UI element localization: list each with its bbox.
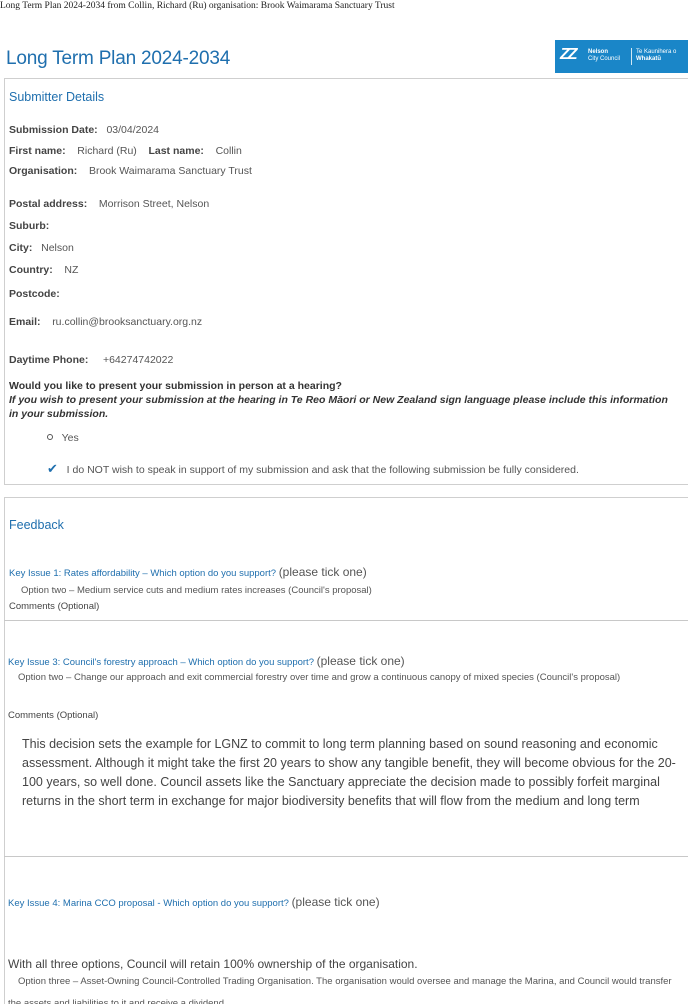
submitter-details-panel: Submitter Details Submission Date: 03/04… bbox=[4, 78, 688, 485]
logo-mark-icon: ZZ bbox=[560, 46, 577, 63]
postal-row: Postal address: Morrison Street, Nelson bbox=[9, 198, 209, 210]
option-yes-label: Yes bbox=[61, 432, 79, 444]
issue-3-tick-one: (please tick one) bbox=[316, 654, 405, 668]
hearing-note: If you wish to present your submission a… bbox=[9, 394, 668, 420]
radio-unchecked-icon[interactable] bbox=[47, 434, 53, 440]
option-no-speak-label: I do NOT wish to speak in support of my … bbox=[66, 464, 579, 476]
hearing-question: Would you like to present your submissio… bbox=[9, 380, 342, 392]
logo-line-2: City Council bbox=[588, 56, 621, 62]
submission-date-row: Submission Date: 03/04/2024 bbox=[9, 124, 159, 136]
divider-1 bbox=[4, 620, 688, 621]
city-label: City: bbox=[9, 242, 33, 254]
phone-value: +64274742022 bbox=[102, 354, 174, 366]
checkmark-icon: ✔ bbox=[47, 461, 58, 476]
name-row: First name: Richard (Ru) Last name: Coll… bbox=[9, 145, 242, 157]
issue-3-answer: Option two – Change our approach and exi… bbox=[18, 672, 621, 683]
email-value: ru.collin@brooksanctuary.org.nz bbox=[52, 316, 203, 328]
option-no-speak[interactable]: ✔ I do NOT wish to speak in support of m… bbox=[47, 461, 579, 477]
organisation-value: Brook Waimarama Sanctuary Trust bbox=[88, 165, 252, 177]
organisation-row: Organisation: Brook Waimarama Sanctuary … bbox=[9, 165, 252, 177]
issue-4-tick-one: (please tick one) bbox=[291, 895, 380, 909]
issue-4-title-text: Key Issue 4: Marina CCO proposal - Which… bbox=[8, 898, 289, 909]
submission-date-value: 03/04/2024 bbox=[106, 124, 160, 136]
country-label: Country: bbox=[9, 264, 53, 276]
submission-date-label: Submission Date: bbox=[9, 124, 98, 136]
country-value: NZ bbox=[64, 264, 79, 276]
page-title: Long Term Plan 2024-2034 bbox=[6, 48, 231, 69]
issue-4-title: Key Issue 4: Marina CCO proposal - Which… bbox=[8, 895, 380, 909]
issue-1-title-text: Key Issue 1: Rates affordability – Which… bbox=[9, 568, 277, 579]
logo-line-1: Nelson bbox=[588, 49, 609, 55]
feedback-panel: Feedback Key Issue 1: Rates affordabilit… bbox=[4, 497, 688, 1004]
postal-value: Morrison Street, Nelson bbox=[98, 198, 210, 210]
issue-3-title: Key Issue 3: Council's forestry approach… bbox=[8, 654, 405, 668]
issue-4-intro: With all three options, Council will ret… bbox=[8, 957, 418, 971]
issue-1-comments-label: Comments (Optional) bbox=[9, 601, 100, 612]
page-header: Long Term Plan 2024-2034 ZZ Nelson City … bbox=[0, 40, 688, 76]
issue-3-comment: This decision sets the example for LGNZ … bbox=[22, 737, 676, 808]
issue-3-title-text: Key Issue 3: Council's forestry approach… bbox=[8, 657, 314, 668]
suburb-label: Suburb: bbox=[9, 220, 50, 232]
phone-row: Daytime Phone: +64274742022 bbox=[9, 354, 173, 366]
issue-1-answer: Option two – Medium service cuts and med… bbox=[21, 585, 372, 596]
first-name-value: Richard (Ru) bbox=[77, 145, 137, 157]
feedback-section-title: Feedback bbox=[9, 518, 64, 532]
document-caption: Long Term Plan 2024-2034 from Collin, Ri… bbox=[0, 1, 395, 11]
last-name-value: Collin bbox=[215, 145, 242, 157]
postal-label: Postal address: bbox=[9, 198, 88, 210]
postcode-label: Postcode: bbox=[9, 288, 60, 300]
logo-maori-line-1: Te Kaunihera o bbox=[636, 49, 677, 55]
issue-1-title: Key Issue 1: Rates affordability – Which… bbox=[9, 565, 367, 579]
divider-2 bbox=[4, 856, 688, 857]
logo-divider bbox=[631, 48, 632, 65]
postcode-row: Postcode: bbox=[9, 288, 60, 300]
phone-label: Daytime Phone: bbox=[9, 354, 89, 366]
logo-maori-line-2: Whakatū bbox=[636, 56, 662, 62]
last-name-label: Last name: bbox=[148, 145, 204, 157]
first-name-label: First name: bbox=[9, 145, 66, 157]
city-value: Nelson bbox=[41, 242, 74, 254]
country-row: Country: NZ bbox=[9, 264, 78, 276]
issue-1-tick-one: (please tick one) bbox=[278, 565, 367, 579]
submitter-section-title: Submitter Details bbox=[9, 90, 105, 104]
issue-4-answer: Option three – Asset-Owning Council-Cont… bbox=[8, 976, 672, 1004]
suburb-row: Suburb: bbox=[9, 220, 49, 232]
issue-3-comments-label: Comments (Optional) bbox=[8, 710, 99, 721]
email-label: Email: bbox=[9, 316, 41, 328]
council-logo: ZZ Nelson City Council Te Kaunihera o Wh… bbox=[555, 40, 688, 73]
option-yes[interactable]: Yes bbox=[47, 432, 79, 444]
email-row: Email: ru.collin@brooksanctuary.org.nz bbox=[9, 316, 202, 328]
city-row: City: Nelson bbox=[9, 242, 74, 254]
organisation-label: Organisation: bbox=[9, 165, 78, 177]
